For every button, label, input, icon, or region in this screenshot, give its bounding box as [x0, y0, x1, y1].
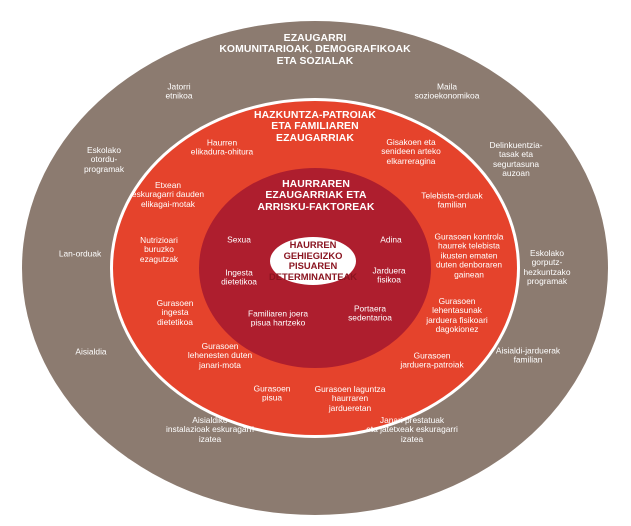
- middle-item-parental-tv-control: Gurasoen kontrola haurrek telebista ikus…: [434, 231, 504, 280]
- outer-item-crime-and-safety: Delinkuentzia- tasak eta segurtasuna auz…: [489, 140, 543, 179]
- inner-item-dietary-intake: Ingesta dietetikoa: [221, 267, 257, 287]
- middle-ring-title: HAZKUNTZA-PATROIAK ETA FAMILIAREN EZAUGA…: [253, 109, 377, 144]
- middle-item-parent-activity-priorities: Gurasoen lehentasunak jarduera fisikoari…: [426, 296, 488, 335]
- middle-item-family-tv-hours: Telebista-orduak familian: [421, 190, 483, 210]
- outer-item-prepared-food-availability: Janari prestatuak eta jatetxeak eskuraga…: [366, 414, 458, 444]
- middle-item-parent-dietary-intake: Gurasoen ingesta dietetikoa: [156, 297, 194, 327]
- outer-item-leisure-facilities-availability: Aisialdiko instalazioak eskuragarri izat…: [166, 414, 254, 444]
- outer-ring-title: EZAUGARRI KOMUNITARIOAK, DEMOGRAFIKOAK E…: [219, 32, 411, 67]
- middle-item-nutrition-knowledge: Nutrizioari buruzko ezagutzak: [139, 234, 179, 264]
- outer-item-work-hours: Lan-orduak: [58, 248, 102, 259]
- inner-item-sex: Sexua: [227, 234, 251, 245]
- middle-item-home-food-types: Etxean eskuragarri dauden elikagai-motak: [131, 179, 205, 209]
- middle-item-child-eating-habits: Haurren elikadura-ohitura: [190, 137, 254, 157]
- outer-item-ethnic-origin: Jatorri etnikoa: [165, 81, 193, 101]
- inner-ring-title: HAURRAREN EZAUGARRIAK ETA ARRISKU-FAKTOR…: [257, 178, 375, 213]
- core-title: HAURREN GEHIEGIZKO PISUAREN DETERMINANTE…: [268, 238, 358, 282]
- inner-item-age: Adina: [380, 234, 402, 245]
- outer-item-family-leisure-activities: Aisialdi-jarduerak familian: [495, 345, 561, 365]
- middle-item-family-interaction: Gisakoen eta senideen arteko elkarreragi…: [381, 136, 441, 166]
- middle-item-parent-activity-patterns: Gurasoen jarduera-patroiak: [400, 350, 464, 370]
- middle-item-parent-weight: Gurasoen pisua: [253, 383, 291, 403]
- middle-item-parent-preferred-food: Gurasoen lehenesten duten janari-mota: [187, 340, 253, 370]
- inner-item-family-weight-tendency: Familiaren joera pisua hartzeko: [247, 308, 309, 328]
- outer-item-school-meal-programs: Eskolako otordu- programak: [83, 144, 125, 174]
- core-ellipse: [270, 237, 356, 285]
- inner-item-physical-activity: Jarduera fisikoa: [372, 265, 406, 285]
- outer-item-leisure: Aisialdia: [75, 346, 107, 357]
- inner-item-sedentary-behavior: Portaera sedentarioa: [348, 303, 392, 323]
- outer-item-school-pe-programs: Eskolako gorputz- hezkuntzako programak: [523, 248, 571, 287]
- outer-item-socioeconomic-level: Maila sozioekonomikoa: [414, 81, 480, 101]
- middle-item-parent-support-activities: Gurasoen laguntza haurraren jardueretan: [314, 383, 386, 413]
